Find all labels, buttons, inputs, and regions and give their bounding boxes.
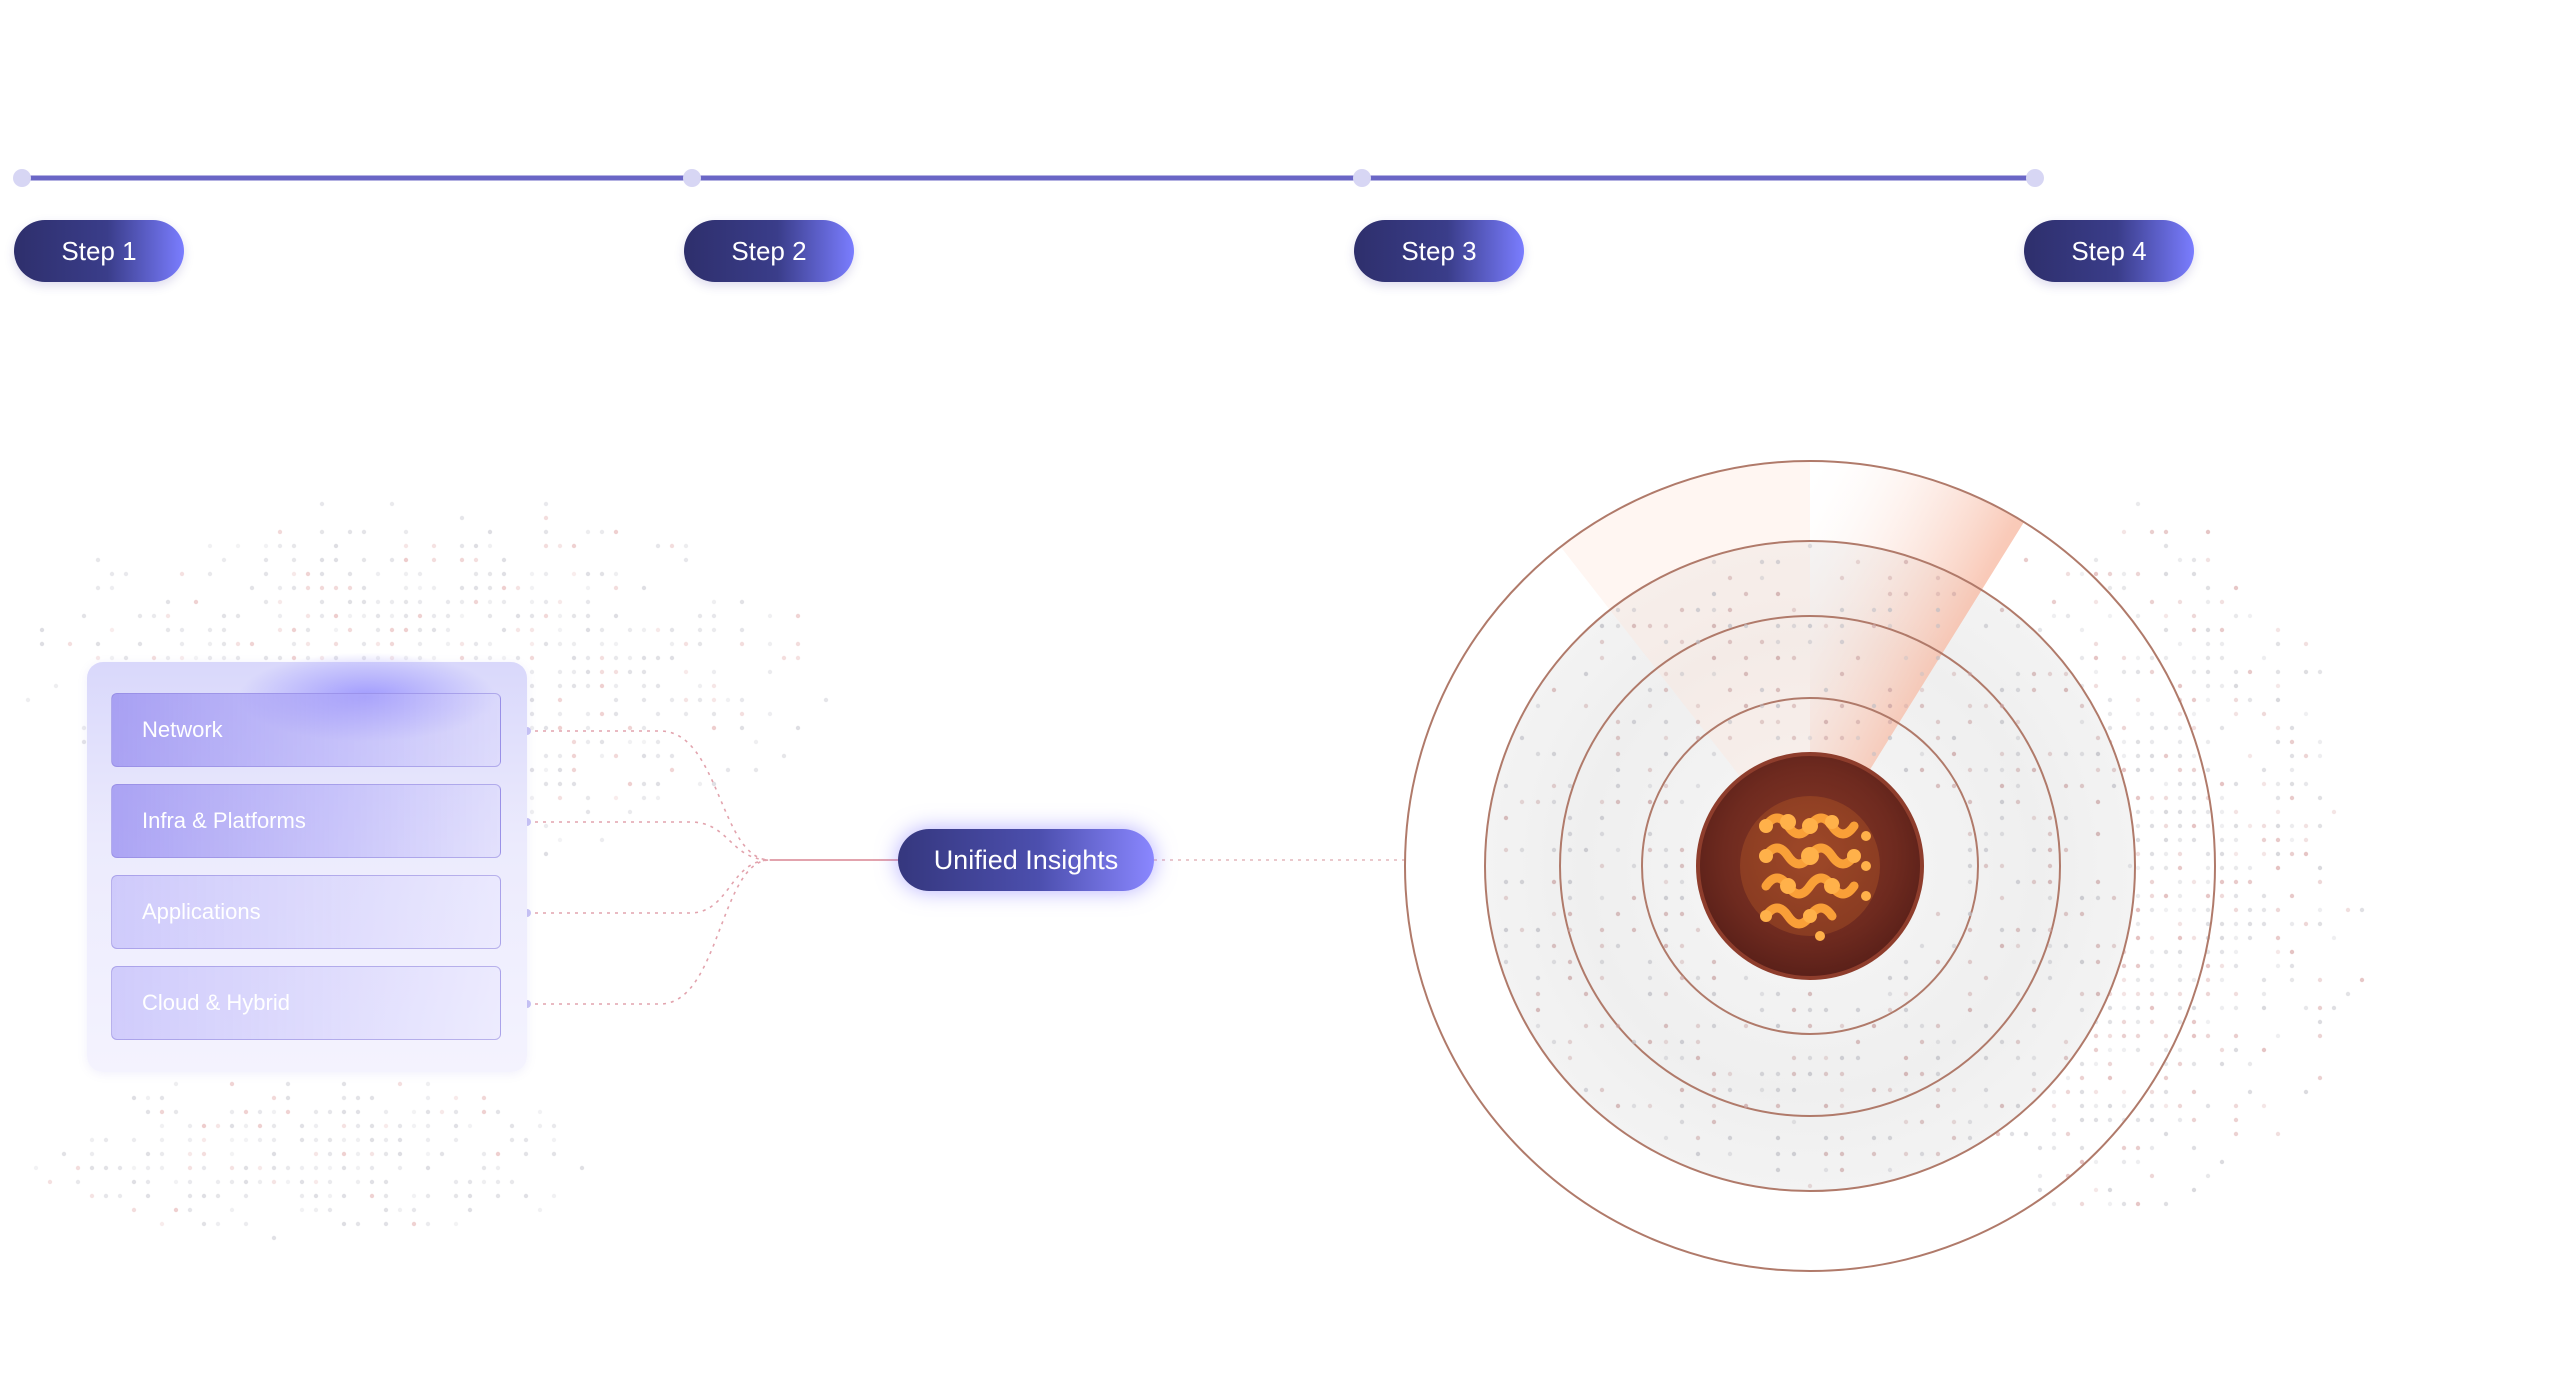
- step-1-button[interactable]: Step 1: [14, 220, 184, 282]
- radar-dot-pattern: [1503, 543, 2133, 1189]
- radar-target: [1404, 460, 2216, 1272]
- step-2-button[interactable]: Step 2: [684, 220, 854, 282]
- connector-network: [527, 730, 771, 861]
- timeline-node-4: [2026, 169, 2044, 187]
- timeline-node-3: [1353, 169, 1371, 187]
- connector-cloud: [527, 859, 771, 1005]
- source-item-label: Applications: [142, 899, 261, 924]
- timeline-node-1: [13, 169, 31, 187]
- radar-sweep-trail: [1560, 461, 1810, 866]
- source-item-label: Network: [142, 717, 223, 742]
- source-item-label: Cloud & Hybrid: [142, 990, 290, 1015]
- timeline-node-2: [683, 169, 701, 187]
- source-item-label: Infra & Platforms: [142, 808, 306, 833]
- step-4-button[interactable]: Step 4: [2024, 220, 2194, 282]
- flowing-waves-icon: [1740, 796, 1880, 941]
- radar-sweep-wedge: [1810, 461, 2024, 866]
- source-item-infra-platforms[interactable]: Infra & Platforms: [111, 784, 501, 858]
- data-sources-panel: Network Infra & Platforms Applications C…: [87, 652, 527, 1072]
- radar-ring-3: [1559, 615, 2061, 1117]
- connector-infra: [527, 821, 771, 861]
- source-item-network[interactable]: Network: [111, 693, 501, 767]
- source-connectors: [527, 730, 771, 1005]
- unified-insights-button[interactable]: Unified Insights: [898, 829, 1154, 891]
- connector-applications: [527, 859, 771, 914]
- radar-core: [1696, 752, 1924, 980]
- radar-ring-4: [1484, 540, 2136, 1192]
- source-item-applications[interactable]: Applications: [111, 875, 501, 949]
- step-3-button[interactable]: Step 3: [1354, 220, 1524, 282]
- source-item-cloud-hybrid[interactable]: Cloud & Hybrid: [111, 966, 501, 1040]
- radar-ring-5: [1404, 460, 2216, 1272]
- radar-ring-2: [1641, 697, 1979, 1035]
